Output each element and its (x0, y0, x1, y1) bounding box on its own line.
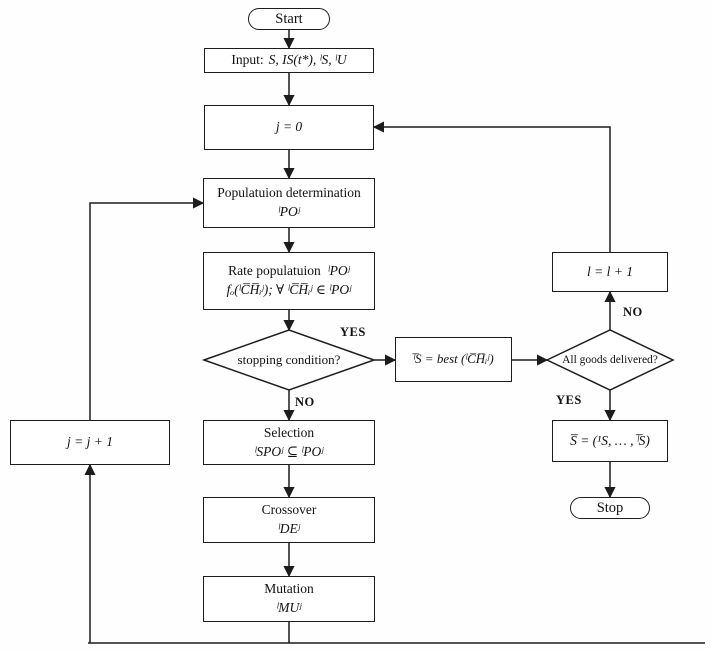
edge-incl-initj (372, 121, 611, 252)
edge-incj-popdet (89, 197, 205, 420)
stopping-condition-diamond-shape (201, 329, 377, 391)
all-goods-delivered-diamond-shape (545, 329, 675, 391)
